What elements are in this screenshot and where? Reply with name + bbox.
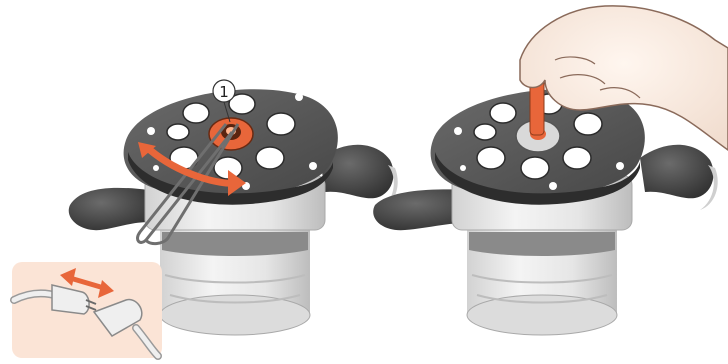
power-plug-inset: [12, 262, 162, 358]
left-rotor-handle-left: [69, 188, 150, 230]
callout-marker-label: 1: [219, 83, 229, 101]
right-rotor-handle-right: [640, 145, 718, 210]
right-rotor: [373, 6, 728, 335]
